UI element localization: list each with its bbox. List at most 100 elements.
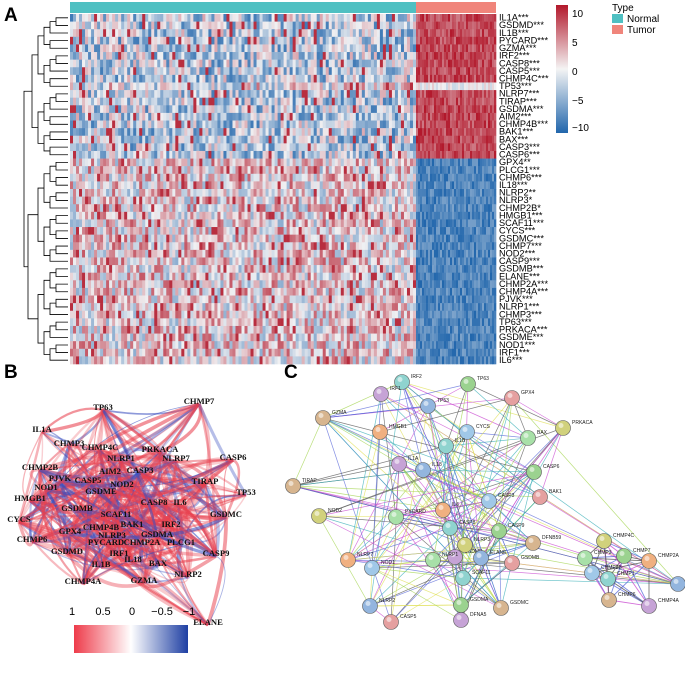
string-node-label: BAX xyxy=(537,430,548,436)
network-node-label: TP53 xyxy=(236,487,256,497)
string-node-label: IL18 xyxy=(432,462,442,468)
type-legend-tumor-swatch xyxy=(612,25,623,34)
gene-label: GSDMC*** xyxy=(499,233,544,243)
string-node-label: ELANE xyxy=(490,550,507,556)
scale-tick-minus-0-5: −0.5 xyxy=(151,606,173,618)
string-node: ELANE xyxy=(473,550,507,566)
network-node-label: IRF2 xyxy=(161,519,180,529)
string-node: SCAF11 xyxy=(455,570,491,586)
string-node: BAK1 xyxy=(532,489,562,505)
gene-label: CASP8*** xyxy=(499,58,540,68)
network-node-label: TP63 xyxy=(93,402,113,412)
gene-label: CHMP4A*** xyxy=(499,287,548,297)
type-annotation-bar xyxy=(70,2,496,13)
string-node-label: CHMP4A xyxy=(658,598,680,604)
scale-gradient xyxy=(74,625,188,653)
gene-label: GSDME*** xyxy=(499,332,544,342)
network-node-label: CASP3 xyxy=(127,465,154,475)
string-node-label: HMGB1 xyxy=(389,424,407,430)
string-node: GZMA xyxy=(315,410,347,426)
network-node-label: NOD2 xyxy=(110,479,133,489)
string-node-label: NOD2 xyxy=(328,508,342,514)
panel-letter-a: A xyxy=(4,5,18,26)
network-node-label: NLRP2 xyxy=(174,569,202,579)
gene-label: NLRP3* xyxy=(499,195,533,205)
gene-label: NLRP2** xyxy=(499,188,536,198)
string-node: CASP3 xyxy=(481,493,515,509)
gene-labels: IL1A***GSDMD***IL1B***PYCARD***GZMA***IR… xyxy=(499,13,549,365)
gene-label: CHMP4C*** xyxy=(499,73,549,83)
string-node: CHMP4A xyxy=(641,598,680,614)
panel-letter-c: C xyxy=(284,362,298,383)
string-node: NLRP7 xyxy=(340,552,373,568)
gene-label: CASP6*** xyxy=(499,150,540,160)
type-legend-title: Type xyxy=(612,3,634,14)
string-node-label: IL1B xyxy=(455,438,466,444)
network-node-label: CASP5 xyxy=(75,475,102,485)
network-node-label: IL1B xyxy=(91,559,110,569)
network-node-label: HMGB1 xyxy=(14,493,46,503)
string-node: NLRP1 xyxy=(425,552,458,568)
string-node: IRF2 xyxy=(394,374,422,390)
gene-label: CHMP2A*** xyxy=(499,279,548,289)
type-legend: Type Normal Tumor xyxy=(612,3,659,36)
network-node-label: CASP9 xyxy=(203,548,230,558)
network-node-label: NLRP3 xyxy=(98,530,126,540)
network-node-label: PJVK xyxy=(49,473,72,483)
string-node-label: CYCS xyxy=(476,424,491,430)
gene-label: NOD2*** xyxy=(499,248,536,258)
string-node-label: NLRP1 xyxy=(442,552,458,558)
string-node: NOD2 xyxy=(311,508,342,524)
network-node-label: GSDMA xyxy=(141,529,174,539)
string-node-label: NLRP2 xyxy=(379,598,395,604)
string-node: GSDMA xyxy=(453,597,489,613)
panel-letter-b: B xyxy=(4,362,18,383)
network-node-label: CHMP7 xyxy=(184,396,215,406)
scale-tick-1: 1 xyxy=(69,606,75,618)
string-node-label: IRF2 xyxy=(411,374,422,380)
string-node: CASP5 xyxy=(383,614,417,630)
string-node-label: SCAF11 xyxy=(472,570,491,576)
string-node: CHMP4C xyxy=(596,533,635,549)
network-node-label: CHMP6 xyxy=(17,534,48,544)
network-node-label: CASP8 xyxy=(141,497,168,507)
string-node: CASP9 xyxy=(491,523,525,539)
gene-label: PJVK*** xyxy=(499,294,533,304)
gene-label: GSDMB*** xyxy=(499,264,544,274)
string-node: TIRAP xyxy=(285,478,317,494)
network-node-label: CHMP2B xyxy=(22,462,59,472)
gene-label: PYCARD*** xyxy=(499,35,548,45)
row-dendrogram xyxy=(23,17,68,361)
gene-label: CASP5*** xyxy=(499,66,540,76)
string-node-label: IL1A xyxy=(408,456,419,462)
gene-label: GZMA*** xyxy=(499,43,537,53)
string-node-label: DFNA5 xyxy=(470,612,487,618)
network-node-label: BAX xyxy=(149,558,168,568)
string-node-label: NLRP3 xyxy=(474,537,490,543)
string-node-label: CHMP7 xyxy=(633,548,651,554)
string-node-label: CHMP6 xyxy=(618,592,636,598)
string-node: DFNA5 xyxy=(453,612,487,628)
string-node-label: NLRP7 xyxy=(357,552,373,558)
string-node: BAX xyxy=(520,430,548,446)
string-node-label: PYCARD xyxy=(405,509,426,515)
string-node-label: TP53 xyxy=(437,398,449,404)
network-node-label: GSDMD xyxy=(51,546,83,556)
string-node: DFNB59 xyxy=(525,535,561,551)
string-node: IL1A xyxy=(391,456,419,472)
gene-label: NLRP1*** xyxy=(499,302,540,312)
annotation-normal xyxy=(70,2,416,13)
string-node: NLRP2 xyxy=(362,598,395,614)
type-legend-normal-label: Normal xyxy=(627,14,659,25)
colorbar-tick-5: 5 xyxy=(572,38,578,49)
colorbar-tick-minus5: −5 xyxy=(572,96,584,107)
string-node: NLRP3 xyxy=(457,537,490,553)
gene-label: SCAF11*** xyxy=(499,218,544,228)
string-node-label: TIRAP xyxy=(302,478,317,484)
network-node-label: IL1A xyxy=(32,424,52,434)
string-node-label: TP63 xyxy=(477,376,489,382)
gene-label: TIRAP*** xyxy=(499,96,537,106)
